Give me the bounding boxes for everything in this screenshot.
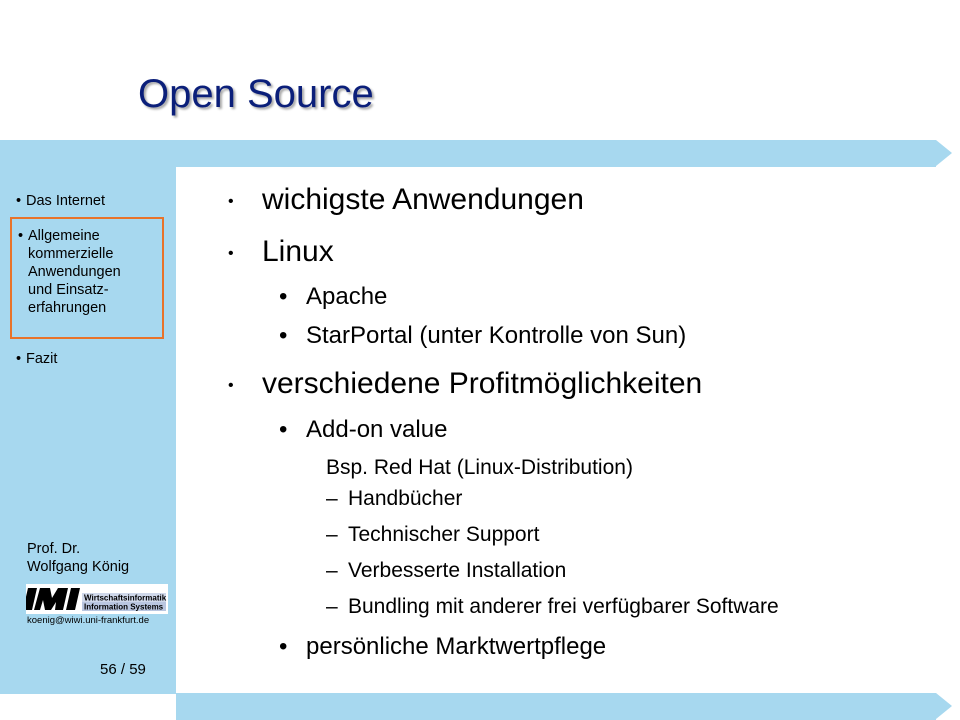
nav-item-label: und Einsatz-: [28, 282, 109, 298]
nav-item-label: Das Internet: [26, 193, 105, 209]
logo-text-1: Wirtschaftsinformatik: [84, 594, 167, 603]
bullet-profitmoeglichkeiten: • verschiedene Profitmöglichkeiten: [228, 367, 703, 401]
bullet-dot: •: [279, 416, 288, 443]
example-red-hat: Bsp. Red Hat (Linux-Distribution): [326, 456, 633, 479]
iwi-logo: Wirtschaftsinformatik Information System…: [26, 584, 168, 614]
nav-item-das-internet[interactable]: •Das Internet: [16, 193, 105, 209]
nav-item-label: Fazit: [26, 351, 58, 367]
author-title: Prof. Dr.: [27, 541, 81, 557]
dash-item-handbuecher: –Handbücher: [326, 487, 463, 510]
bullet-dot: •: [279, 283, 288, 310]
bullet-linux: • Linux: [228, 235, 334, 269]
bullet-dot: •: [228, 245, 234, 262]
dash-item-bundling: –Bundling mit anderer frei verfügbarer S…: [326, 595, 779, 618]
bottom-stripe: [176, 693, 936, 720]
nav-item-label: Anwendungen: [28, 264, 121, 280]
bullet-text: wichigste Anwendungen: [262, 183, 584, 216]
sub-bullet-starportal: • StarPortal (unter Kontrolle von Sun): [279, 322, 687, 350]
sub-bullet-marktwertpflege: • persönliche Marktwertpflege: [279, 633, 607, 661]
nav-item-label: kommerzielle: [28, 246, 114, 262]
sub-bullet-apache: • Apache: [279, 283, 388, 311]
sub-bullet-add-on-value: • Add-on value: [279, 416, 448, 444]
bullet-dot: •: [279, 633, 288, 660]
slide-title: Open Source: [138, 72, 374, 116]
top-arrow: [936, 140, 952, 166]
logo-text-2: Information Systems: [84, 603, 164, 612]
bullet-text: Linux: [262, 235, 334, 268]
dash-item-support: –Technischer Support: [326, 523, 540, 546]
author: Prof. Dr. Wolfgang König: [27, 540, 129, 576]
nav-item-allgemeine-anwendungen[interactable]: •Allgemeine kommerzielle Anwendungen und…: [18, 227, 148, 317]
dash-text: Technischer Support: [348, 523, 540, 546]
page-current: 56: [100, 661, 117, 678]
page-number: 56 / 59: [100, 661, 146, 678]
bullet-dot: •: [228, 193, 234, 210]
dash-text: Verbesserte Installation: [348, 559, 567, 582]
bullet-text: Apache: [306, 283, 388, 310]
bullet-text: persönliche Marktwertpflege: [306, 633, 607, 660]
bullet-dot: •: [279, 322, 288, 349]
bottom-arrow: [936, 693, 952, 719]
dash-text: Handbücher: [348, 487, 463, 510]
bullet-text: Add-on value: [306, 416, 448, 443]
iwi-logo-mark: [26, 588, 80, 610]
bullet-wichtigste-anwendungen: • wichigste Anwendungen: [228, 183, 584, 217]
dash-text: Bundling mit anderer frei verfügbarer So…: [348, 595, 779, 618]
nav-item-fazit[interactable]: •Fazit: [16, 351, 58, 367]
bullet-text: verschiedene Profitmöglichkeiten: [262, 367, 703, 400]
author-name: Wolfgang König: [27, 559, 130, 575]
nav-item-label: erfahrungen: [28, 300, 107, 316]
page-total: 59: [129, 661, 146, 678]
dash-item-installation: –Verbesserte Installation: [326, 559, 567, 582]
nav-item-label: Allgemeine: [28, 228, 100, 244]
top-stripe: [176, 140, 936, 167]
email: koenig@wiwi.uni-frankfurt.de: [27, 615, 150, 626]
bullet-dot: •: [228, 377, 234, 394]
nav-current-highlight: [10, 217, 164, 339]
bullet-text: StarPortal (unter Kontrolle von Sun): [306, 322, 687, 349]
